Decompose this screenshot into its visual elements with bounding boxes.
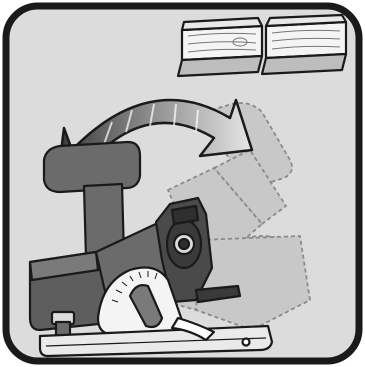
instruction-illustration — [0, 0, 365, 367]
illustration-canvas — [0, 0, 365, 367]
